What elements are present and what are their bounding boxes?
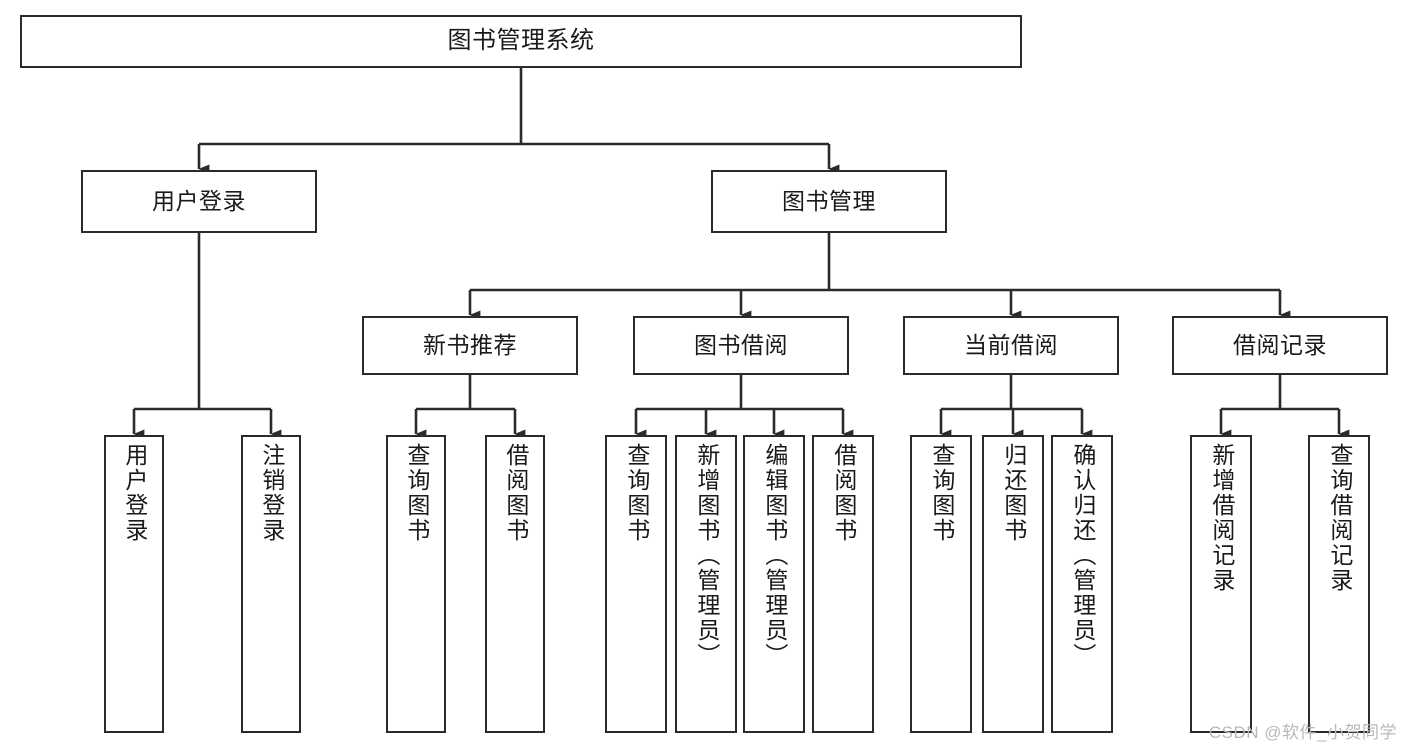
- node-label: 新增借阅记录: [1208, 443, 1235, 593]
- node-label: 用户登录: [152, 187, 246, 214]
- node-label: 图书管理: [782, 187, 876, 214]
- node-leaf-cu-return[interactable]: 归还图书: [982, 435, 1044, 733]
- node-leaf-rc-add[interactable]: 新增借阅记录: [1190, 435, 1252, 733]
- node-root[interactable]: 图书管理系统: [20, 15, 1022, 68]
- node-current[interactable]: 当前借阅: [903, 316, 1119, 375]
- node-leaf-nb-query[interactable]: 查询图书: [386, 435, 446, 733]
- node-label: 查询图书: [403, 443, 430, 543]
- node-label: 确认归还（管理员）: [1069, 443, 1096, 668]
- watermark-text: CSDN @软件_小贺同学: [1208, 723, 1397, 742]
- node-label: 图书管理系统: [447, 27, 595, 55]
- node-leaf-user-login[interactable]: 用户登录: [104, 435, 164, 733]
- node-leaf-rc-query[interactable]: 查询借阅记录: [1308, 435, 1370, 733]
- node-label: 图书借阅: [694, 331, 788, 358]
- node-label: 查询借阅记录: [1326, 443, 1353, 593]
- node-leaf-cu-confirm[interactable]: 确认归还（管理员）: [1051, 435, 1113, 733]
- node-leaf-nb-borrow[interactable]: 借阅图书: [485, 435, 545, 733]
- node-bookmgmt[interactable]: 图书管理: [711, 170, 947, 233]
- node-label: 用户登录: [121, 443, 148, 543]
- node-label: 借阅记录: [1233, 331, 1327, 358]
- node-label: 查询图书: [928, 443, 955, 543]
- node-borrow[interactable]: 图书借阅: [633, 316, 849, 375]
- node-label: 查询图书: [623, 443, 650, 543]
- node-label: 编辑图书（管理员）: [761, 443, 788, 668]
- node-leaf-cu-query[interactable]: 查询图书: [910, 435, 972, 733]
- node-label: 注销登录: [258, 443, 285, 543]
- node-label: 借阅图书: [502, 443, 529, 543]
- node-newbook[interactable]: 新书推荐: [362, 316, 578, 375]
- node-leaf-bo-add[interactable]: 新增图书（管理员）: [675, 435, 737, 733]
- node-label: 当前借阅: [964, 331, 1058, 358]
- node-login[interactable]: 用户登录: [81, 170, 317, 233]
- node-records[interactable]: 借阅记录: [1172, 316, 1388, 375]
- node-label: 新书推荐: [423, 331, 517, 358]
- node-label: 归还图书: [1000, 443, 1027, 543]
- node-label: 新增图书（管理员）: [693, 443, 720, 668]
- node-leaf-bo-borrow[interactable]: 借阅图书: [812, 435, 874, 733]
- node-leaf-user-logout[interactable]: 注销登录: [241, 435, 301, 733]
- node-leaf-bo-query[interactable]: 查询图书: [605, 435, 667, 733]
- node-label: 借阅图书: [830, 443, 857, 543]
- node-leaf-bo-edit[interactable]: 编辑图书（管理员）: [743, 435, 805, 733]
